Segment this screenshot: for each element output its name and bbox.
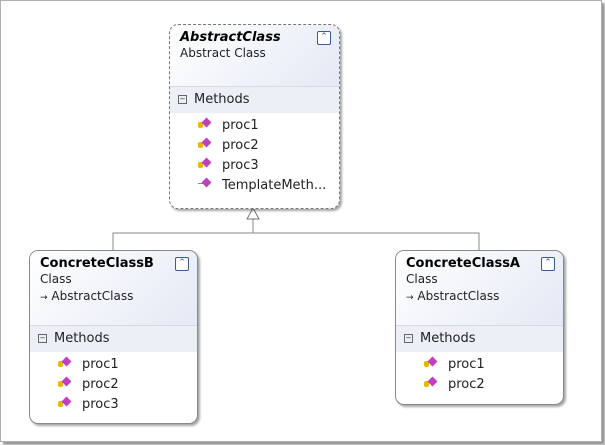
class-concreteclassb[interactable]: ConcreteClassB Class → AbstractClass ⌃ −… (29, 250, 198, 424)
methods-section-header[interactable]: −Methods (170, 87, 339, 113)
minus-icon[interactable]: − (38, 334, 47, 343)
method-item[interactable]: proc1 (170, 116, 339, 136)
method-item[interactable]: TemplateMeth... (170, 176, 339, 196)
protected-method-icon (58, 356, 72, 368)
method-name: proc3 (82, 397, 119, 412)
minus-icon[interactable]: − (178, 95, 187, 104)
method-name: proc1 (222, 118, 259, 133)
protected-method-icon (198, 117, 212, 129)
method-item[interactable]: proc3 (30, 395, 197, 415)
method-item[interactable]: proc2 (30, 375, 197, 395)
protected-method-icon (58, 396, 72, 408)
method-item[interactable]: proc2 (170, 136, 339, 156)
methods-section-header[interactable]: −Methods (30, 326, 197, 352)
class-name: ConcreteClassA (406, 256, 520, 271)
collapse-icon[interactable]: ⌃ (175, 257, 189, 271)
method-name: proc1 (448, 357, 485, 372)
method-name: proc1 (82, 357, 119, 372)
base-class: → AbstractClass (40, 289, 134, 303)
method-name: proc2 (82, 377, 119, 392)
collapse-icon[interactable]: ⌃ (541, 257, 555, 271)
methods-section-header[interactable]: −Methods (396, 326, 563, 352)
protected-method-icon (198, 137, 212, 149)
class-abstractclass[interactable]: AbstractClass Abstract Class ⌃ −Methods … (169, 24, 340, 209)
base-class: → AbstractClass (406, 289, 500, 303)
method-item[interactable]: proc1 (396, 355, 563, 375)
class-kind: Class (406, 272, 438, 286)
section-label: Methods (194, 92, 250, 107)
section-label: Methods (54, 331, 110, 346)
method-name: proc2 (222, 138, 259, 153)
inheritance-arrow-icon (246, 206, 260, 220)
class-concreteclassa[interactable]: ConcreteClassA Class → AbstractClass ⌃ −… (395, 250, 564, 405)
public-method-icon (198, 177, 212, 189)
protected-method-icon (58, 376, 72, 388)
collapse-icon[interactable]: ⌃ (317, 31, 331, 45)
inheritance-line (112, 232, 480, 250)
class-name: AbstractClass (180, 30, 281, 45)
section-label: Methods (420, 331, 476, 346)
protected-method-icon (424, 376, 438, 388)
method-name: proc3 (222, 158, 259, 173)
minus-icon[interactable]: − (404, 334, 413, 343)
class-name: ConcreteClassB (40, 256, 154, 271)
method-item[interactable]: proc3 (170, 156, 339, 176)
method-item[interactable]: proc2 (396, 375, 563, 395)
method-item[interactable]: proc1 (30, 355, 197, 375)
class-kind: Abstract Class (180, 46, 266, 60)
method-name: proc2 (448, 377, 485, 392)
protected-method-icon (198, 157, 212, 169)
method-name: TemplateMeth... (222, 178, 327, 193)
class-kind: Class (40, 272, 72, 286)
protected-method-icon (424, 356, 438, 368)
base-arrow-icon: → (406, 293, 414, 303)
base-arrow-icon: → (40, 293, 48, 303)
